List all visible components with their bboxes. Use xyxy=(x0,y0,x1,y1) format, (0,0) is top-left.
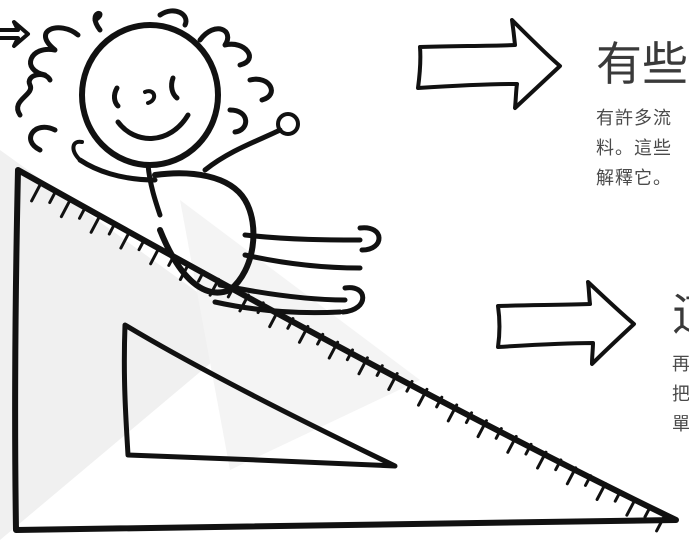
ruler-tick xyxy=(625,497,637,517)
ruler-tick xyxy=(78,207,87,220)
ruler-tick xyxy=(48,191,57,205)
partial-arrow-icon xyxy=(0,20,30,48)
ruler-tick xyxy=(119,230,131,250)
ruler-tick xyxy=(375,364,384,377)
ruler-tick xyxy=(417,387,429,407)
ruler-tick xyxy=(595,482,607,501)
ruler-tick xyxy=(476,419,488,439)
section-2-line: 再 xyxy=(672,354,689,375)
ruler-tick xyxy=(197,269,206,283)
ruler-tick xyxy=(327,340,340,360)
section-1-heading: 有些 xyxy=(596,37,688,91)
ruler-tick xyxy=(494,427,503,440)
ruler-tick xyxy=(149,246,161,266)
section-1-text-block: 有些 有許多流 料。這些 解釋它。 xyxy=(596,28,689,228)
ruler-tick xyxy=(536,450,548,470)
ruler-tick xyxy=(316,332,325,346)
ruler-tick xyxy=(565,466,578,486)
ruler-tick xyxy=(89,214,102,234)
ruler-tick xyxy=(583,474,593,487)
section-1-line: 解釋它。 xyxy=(596,168,672,189)
ruler-tick xyxy=(643,505,652,519)
ruler-tick xyxy=(357,356,369,376)
ruler-tick xyxy=(524,442,533,456)
ruler-tick xyxy=(387,372,399,391)
ruler-tick xyxy=(59,199,72,219)
girl-figure-icon xyxy=(15,8,382,316)
section-2-heading: 這 xyxy=(672,278,689,344)
section-2-text-block: 這 再 把 單 xyxy=(672,278,689,478)
ruler-tick xyxy=(464,411,474,425)
ruler-tick xyxy=(435,395,444,409)
section-2-line: 把 xyxy=(672,384,689,405)
ruler-triangle-icon xyxy=(12,167,679,533)
section-1-line: 有許多流 xyxy=(596,108,672,129)
ruler-tick xyxy=(613,489,622,503)
ruler-tick xyxy=(655,513,667,533)
ruler-tick xyxy=(345,348,354,362)
background-triangle-shape xyxy=(180,200,420,470)
ruler-tick xyxy=(297,324,310,344)
ruler-tick xyxy=(506,434,518,454)
ruler-tick xyxy=(137,238,146,252)
ruler-tick xyxy=(107,222,116,236)
section-1-line: 料。這些 xyxy=(596,138,672,159)
ruler-tick xyxy=(554,458,563,472)
ruler-tick xyxy=(286,317,295,330)
ruler-tick xyxy=(446,403,459,423)
arrow-right-icon xyxy=(416,18,562,110)
arrow-right-icon xyxy=(496,280,636,366)
ruler-tick xyxy=(30,183,42,203)
section-2-line: 單 xyxy=(672,414,689,435)
ruler-tick xyxy=(405,379,414,393)
